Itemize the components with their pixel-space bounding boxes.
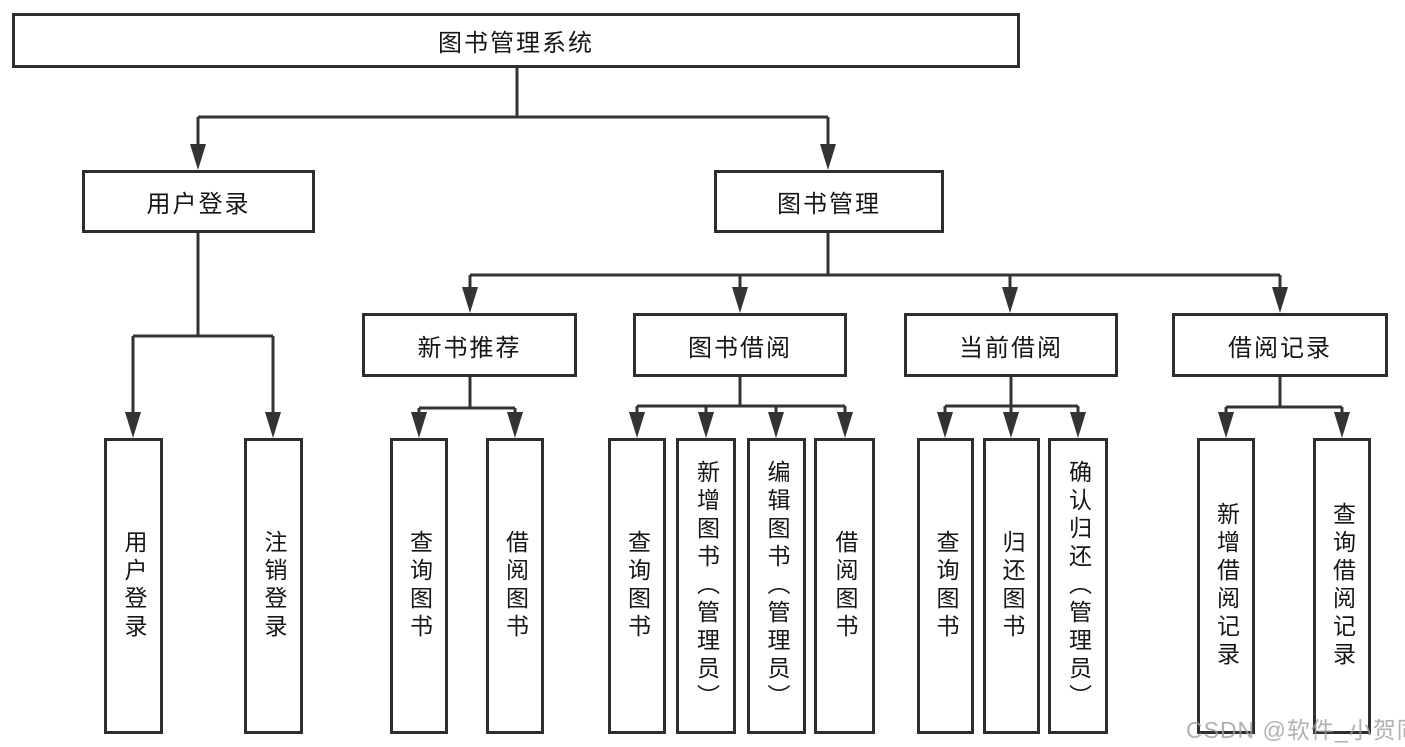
node-new-book-recommend: 新书推荐	[362, 313, 577, 377]
leaf-borrow-books-recommend: 借阅图书	[486, 438, 544, 734]
node-user-login: 用户登录	[82, 170, 315, 233]
leaf-query-books-recommend: 查询图书	[390, 438, 448, 734]
node-book-management: 图书管理	[714, 170, 944, 233]
leaf-return-book: 归还图书	[983, 438, 1040, 734]
node-current-borrow: 当前借阅	[904, 313, 1118, 377]
watermark: CSDN @软件_小贺同学	[1186, 717, 1405, 743]
leaf-edit-book-admin: 编辑图书（管理员）	[747, 438, 806, 734]
node-library-system: 图书管理系统	[12, 13, 1020, 68]
leaf-confirm-return-admin: 确认归还（管理员）	[1048, 438, 1108, 734]
leaf-query-books-borrow: 查询图书	[608, 438, 666, 734]
node-book-borrow: 图书借阅	[633, 313, 847, 377]
leaf-user-login: 用户登录	[104, 438, 163, 734]
node-borrow-records: 借阅记录	[1172, 313, 1388, 377]
leaf-add-book-admin: 新增图书（管理员）	[676, 438, 736, 734]
leaf-query-books-current: 查询图书	[917, 438, 974, 734]
leaf-query-borrow-record: 查询借阅记录	[1313, 438, 1371, 734]
leaf-logout: 注销登录	[244, 438, 303, 734]
leaf-borrow-books: 借阅图书	[814, 438, 875, 734]
leaf-add-borrow-record: 新增借阅记录	[1197, 438, 1255, 734]
